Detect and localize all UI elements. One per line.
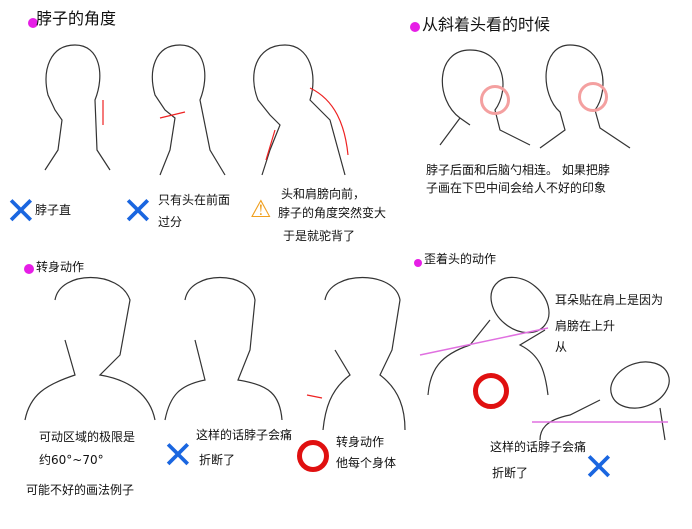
profile-hunch [253,44,346,176]
section-title: 歪着头的动作 [424,252,497,266]
caption: 脖子直 [35,203,72,217]
caption: 折断了 [199,453,236,467]
caption: 于是就驼背了 [283,229,356,243]
turn-figure-1 [24,276,156,421]
bullet-icon [410,22,420,32]
highlight-circle [480,85,510,115]
bullet-icon [414,259,422,267]
caption: 只有头在前面 [158,193,231,207]
profile-head-forward [151,44,226,176]
note: 子画在下巴中间会给人不好的印象 [426,181,607,195]
caption: 头和肩膀向前， [281,187,366,201]
caption: 这样的话脖子会痛 [196,428,293,442]
turn-figure-3 [322,276,406,431]
arrows-hunch [265,87,349,161]
section-title: 脖子的角度 [36,9,117,28]
cross-icon: ✕ [5,189,37,233]
bullet-icon [24,264,34,274]
caption: 肩膀在上升 [555,319,616,333]
highlight-circle [578,82,608,112]
warning-icon: ⚠ [250,195,272,223]
profile-head-straight [44,44,111,171]
shoulder-guide-line [419,327,549,356]
caption: 这样的话脖子会痛 [490,440,587,454]
caption: 过分 [158,215,183,229]
correct-circle-icon [297,440,329,472]
note: 脖子后面和后脑勺相连。 如果把脖 [426,163,610,177]
caption: 可能不好的画法例子 [26,483,135,497]
caption: 可动区域的极限是 [39,430,136,444]
cross-icon: ✕ [122,189,154,233]
caption: 折断了 [492,466,529,480]
arrow-right [306,394,323,399]
caption: 从 [555,340,568,354]
bullet-icon [28,18,38,28]
caption: 脖子的角度突然变大 [278,206,387,220]
caption: 他每个身体 [336,456,397,470]
caption: 约60°~70° [39,453,104,467]
tilt-figure-2 [539,361,670,441]
section-title: 转身动作 [36,260,85,274]
turn-figure-2 [164,277,283,421]
cross-icon: ✕ [162,433,194,477]
correct-circle-icon [473,373,509,409]
caption: 转身动作 [336,435,385,449]
caption: 耳朵贴在肩上是因为 [555,293,664,307]
arrow-left [159,111,186,119]
cross-icon: ✕ [583,445,615,489]
section-title: 从斜着头看的时候 [422,15,551,34]
